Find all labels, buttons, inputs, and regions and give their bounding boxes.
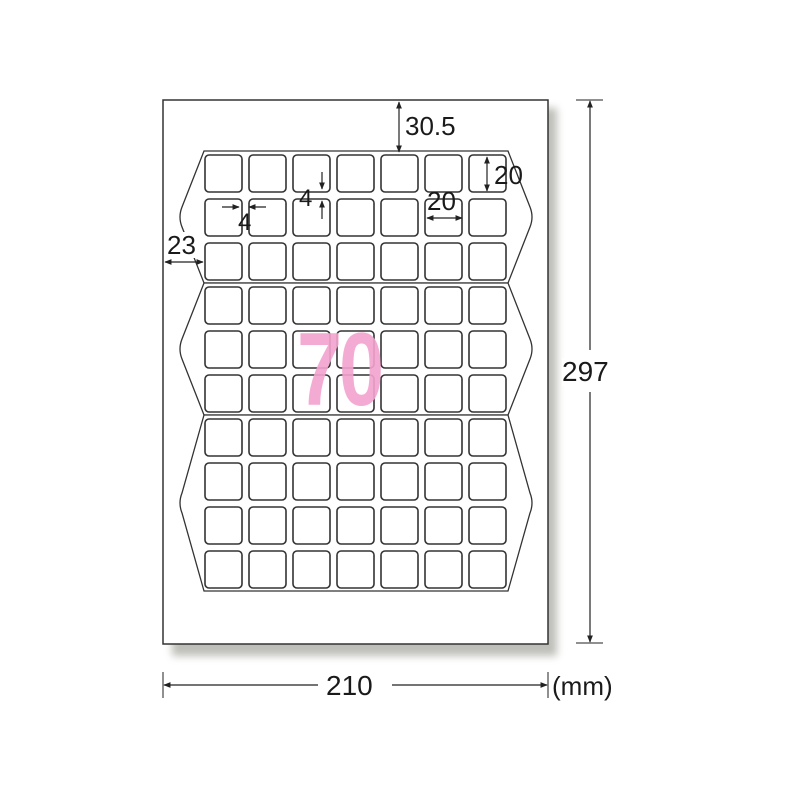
label-cell	[468, 462, 507, 501]
label-cell	[424, 242, 463, 281]
sheet-width-value: 210	[326, 670, 373, 701]
label-cell	[468, 374, 507, 413]
label-cell	[468, 418, 507, 457]
label-cell	[336, 506, 375, 545]
label-cell	[336, 330, 375, 369]
label-cell	[380, 242, 419, 281]
label-cell	[336, 286, 375, 325]
label-cell	[292, 550, 331, 589]
label-cell	[292, 374, 331, 413]
label-cell	[424, 462, 463, 501]
label-cell	[468, 506, 507, 545]
backing-section-3	[179, 414, 533, 592]
label-cell	[424, 286, 463, 325]
label-cell	[336, 242, 375, 281]
label-cell	[204, 286, 243, 325]
label-cell	[292, 418, 331, 457]
label-cell	[424, 506, 463, 545]
label-cell	[424, 374, 463, 413]
label-cell	[380, 286, 419, 325]
label-cell	[248, 462, 287, 501]
label-cell	[204, 418, 243, 457]
label-cell	[380, 462, 419, 501]
label-cell	[292, 198, 331, 237]
label-cell	[248, 330, 287, 369]
label-cell	[248, 286, 287, 325]
label-cell	[468, 330, 507, 369]
label-cell	[204, 550, 243, 589]
label-cell	[468, 198, 507, 237]
label-cell	[248, 198, 287, 237]
label-cell	[204, 462, 243, 501]
vertical-gap-value: 4	[299, 185, 313, 212]
label-cell	[204, 154, 243, 193]
left-margin-value: 23	[167, 230, 196, 260]
label-cell	[292, 242, 331, 281]
label-cell	[292, 330, 331, 369]
label-cell	[336, 374, 375, 413]
label-cell	[204, 374, 243, 413]
label-cell	[380, 374, 419, 413]
label-cell	[424, 418, 463, 457]
label-cell	[424, 154, 463, 193]
label-cell	[380, 550, 419, 589]
sheet-height-value: 297	[562, 356, 609, 387]
label-cell	[380, 330, 419, 369]
label-cell	[468, 550, 507, 589]
label-cell	[336, 462, 375, 501]
label-cell	[336, 198, 375, 237]
label-cell	[248, 550, 287, 589]
label-cell	[292, 462, 331, 501]
label-cell	[248, 418, 287, 457]
label-cell	[468, 242, 507, 281]
label-cell	[292, 286, 331, 325]
label-cell	[204, 506, 243, 545]
label-cell	[336, 550, 375, 589]
label-width-value: 20	[427, 186, 456, 216]
label-cell	[380, 198, 419, 237]
label-cell	[336, 418, 375, 457]
label-cell	[204, 330, 243, 369]
label-cell	[424, 550, 463, 589]
label-cell	[292, 506, 331, 545]
label-cell	[248, 242, 287, 281]
horizontal-gap-value: 4	[238, 209, 252, 236]
label-height-value: 20	[494, 160, 523, 190]
label-cell	[248, 154, 287, 193]
label-count-watermark: 70	[297, 312, 384, 428]
label-cell	[248, 374, 287, 413]
label-cell	[204, 198, 243, 237]
label-cell	[424, 330, 463, 369]
label-cell	[248, 506, 287, 545]
label-cell	[336, 154, 375, 193]
label-cell	[380, 154, 419, 193]
label-cell	[468, 286, 507, 325]
unit-label: (mm)	[552, 671, 613, 701]
label-cell	[380, 418, 419, 457]
label-cell	[204, 242, 243, 281]
top-margin-value: 30.5	[405, 111, 456, 141]
label-cell	[380, 506, 419, 545]
